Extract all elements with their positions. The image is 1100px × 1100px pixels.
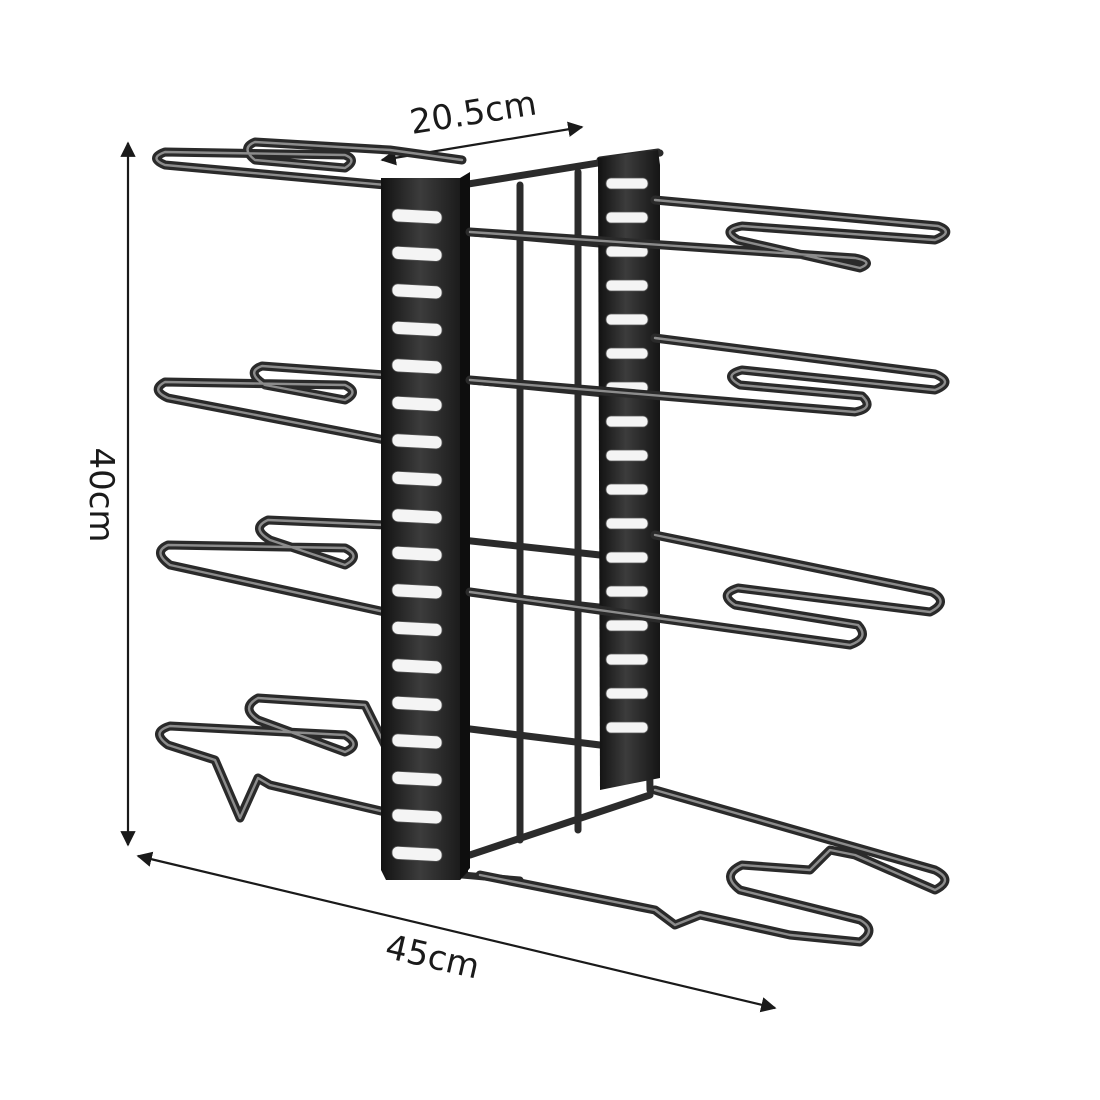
post-slot bbox=[605, 585, 649, 598]
post-slot bbox=[605, 313, 649, 326]
pan-organizer-rack-icon bbox=[152, 137, 951, 947]
post-slot bbox=[391, 320, 443, 337]
height-dimension: 40cm bbox=[81, 141, 136, 847]
width-dimension: 20.5cm bbox=[380, 83, 584, 166]
post-slot bbox=[391, 733, 443, 750]
post-slot bbox=[391, 433, 443, 450]
post-slot bbox=[391, 845, 443, 862]
post-slot bbox=[605, 415, 649, 428]
post-slot bbox=[605, 177, 649, 190]
post-slot bbox=[391, 245, 443, 262]
post-slot bbox=[391, 470, 443, 487]
post-slot bbox=[605, 483, 649, 496]
height-label: 40cm bbox=[81, 447, 121, 542]
post-slot bbox=[605, 551, 649, 564]
front-left-post bbox=[381, 172, 470, 880]
post-slot bbox=[605, 449, 649, 462]
post-slot bbox=[391, 545, 443, 562]
post-slot bbox=[391, 508, 443, 525]
post-slot bbox=[391, 283, 443, 300]
post-slot bbox=[391, 583, 443, 600]
post-slot bbox=[391, 395, 443, 412]
width-label: 20.5cm bbox=[407, 83, 539, 142]
post-slot bbox=[391, 208, 443, 225]
post-slot bbox=[605, 211, 649, 224]
post-slot bbox=[605, 653, 649, 666]
post-slot bbox=[391, 620, 443, 637]
length-label: 45cm bbox=[382, 927, 484, 987]
length-dimension-line bbox=[136, 851, 777, 1013]
post-slot bbox=[391, 658, 443, 675]
right-hooks bbox=[465, 195, 951, 947]
left-hooks bbox=[152, 137, 467, 823]
post-slot bbox=[605, 279, 649, 292]
post-slot bbox=[605, 347, 649, 360]
post-slot bbox=[605, 721, 649, 734]
post-slot bbox=[391, 808, 443, 825]
post-slot bbox=[605, 687, 649, 700]
post-slot bbox=[605, 619, 649, 632]
post-slot bbox=[391, 695, 443, 712]
post-slot bbox=[605, 517, 649, 530]
post-slot bbox=[391, 358, 443, 375]
post-slot bbox=[391, 770, 443, 787]
back-right-post bbox=[598, 150, 660, 790]
